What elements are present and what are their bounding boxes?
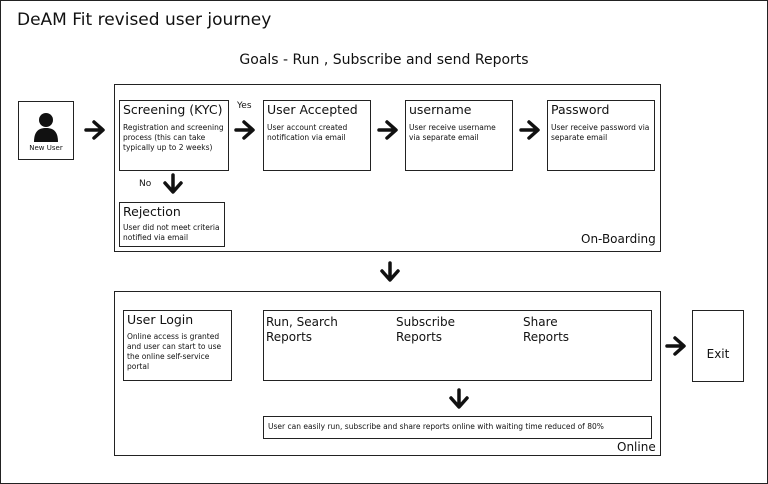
- username-text: User receive username via separate email: [409, 123, 496, 142]
- actions-box: Run, Search Reports Subscribe Reports Sh…: [263, 310, 652, 381]
- no-label: No: [139, 179, 152, 189]
- user-icon: [33, 112, 59, 146]
- arrow-right-icon: [665, 336, 687, 356]
- user-accepted-box: User Accepted User account created notif…: [263, 100, 371, 171]
- goals-heading: Goals - Run , Subscribe and send Reports: [239, 52, 529, 68]
- password-text: User receive password via separate email: [551, 123, 650, 142]
- password-box: Password User receive password via separ…: [547, 100, 655, 171]
- arrow-right-icon: [84, 120, 106, 140]
- new-user-box: New User: [18, 101, 74, 160]
- arrow-right-icon: [519, 120, 541, 140]
- run-search-reports: Run, Search Reports: [266, 315, 338, 344]
- summary-box: User can easily run, subscribe and share…: [263, 416, 652, 439]
- username-box: username User receive username via separ…: [405, 100, 513, 171]
- username-heading: username: [409, 102, 472, 117]
- user-login-heading: User Login: [127, 312, 194, 327]
- arrow-down-icon: [163, 173, 183, 195]
- rejection-text: User did not meet criteria notified via …: [123, 223, 220, 242]
- yes-label: Yes: [237, 101, 252, 111]
- arrow-right-icon: [377, 120, 399, 140]
- rejection-heading: Rejection: [123, 204, 181, 219]
- exit-label: Exit: [706, 347, 730, 361]
- onboarding-label: On-Boarding: [581, 232, 656, 246]
- arrow-down-icon: [449, 388, 469, 410]
- new-user-label: New User: [29, 144, 63, 152]
- rejection-box: Rejection User did not meet criteria not…: [119, 202, 225, 247]
- diagram-title: DeAM Fit revised user journey: [17, 10, 272, 30]
- user-login-box: User Login Online access is granted and …: [123, 310, 232, 381]
- user-login-text: Online access is granted and user can st…: [127, 332, 222, 371]
- user-accepted-text: User account created notification via em…: [267, 123, 348, 142]
- online-container: [114, 291, 661, 456]
- password-heading: Password: [551, 102, 610, 117]
- screening-box: Screening (KYC) Registration and screeni…: [119, 100, 229, 171]
- exit-box: Exit: [692, 310, 744, 382]
- screening-text: Registration and screening process (this…: [123, 123, 224, 152]
- onboarding-container: [114, 84, 661, 252]
- arrow-down-icon: [380, 261, 400, 283]
- online-label: Online: [617, 440, 656, 454]
- share-reports: Share Reports: [523, 315, 570, 344]
- subscribe-reports: Subscribe Reports: [396, 315, 455, 344]
- summary-text: User can easily run, subscribe and share…: [268, 422, 604, 431]
- arrow-right-icon: [234, 120, 256, 140]
- screening-heading: Screening (KYC): [123, 102, 223, 117]
- user-accepted-heading: User Accepted: [267, 102, 358, 117]
